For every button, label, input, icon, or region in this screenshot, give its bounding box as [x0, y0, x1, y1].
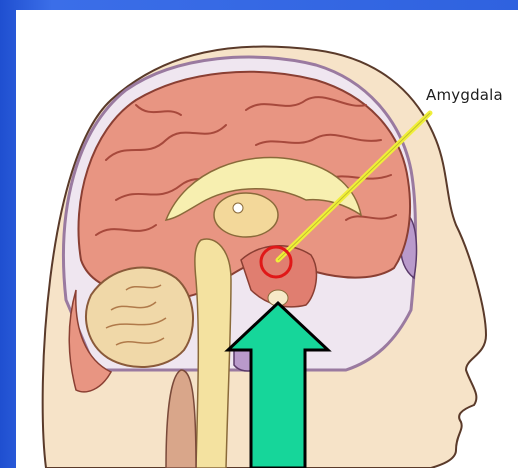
amygdala-label: Amygdala [426, 86, 503, 104]
brainstem [195, 239, 231, 468]
cerebellum [86, 268, 193, 367]
brain-diagram [16, 10, 518, 468]
pineal-marker [233, 203, 243, 213]
thalamus [214, 193, 278, 237]
diagram-panel: Amygdala [16, 10, 518, 468]
